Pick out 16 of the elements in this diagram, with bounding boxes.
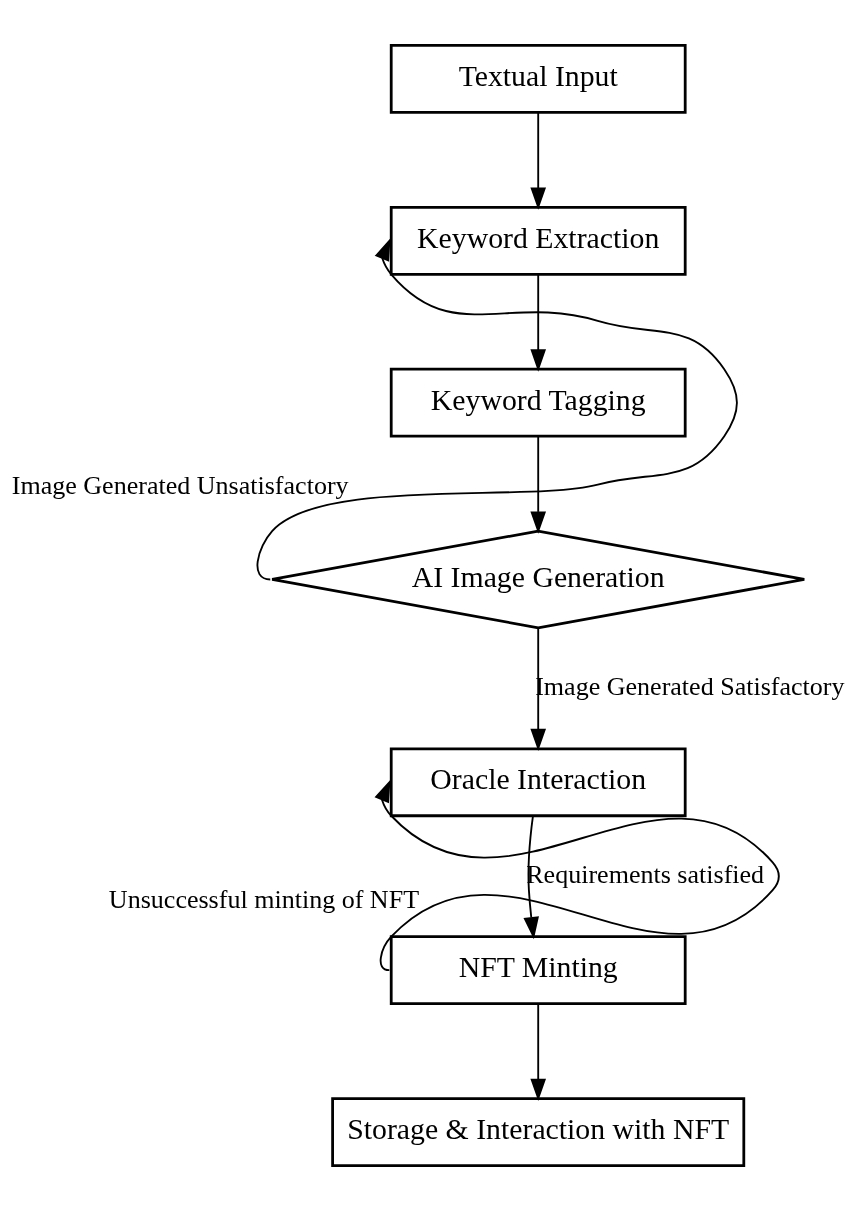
arrow [530,1003,547,1102]
arrow [530,435,547,534]
node-box: Textual Input [389,44,687,114]
arrow [530,627,547,752]
node-diamond: AI Image Generation [270,529,806,630]
arrow [523,815,539,940]
node-box: Oracle Interaction [389,747,687,818]
arrow [256,238,738,581]
arrow [530,273,547,372]
arrow [530,111,547,210]
edge-label: Unsuccessful minting of NFT [108,885,420,915]
node-box: Keyword Extraction [389,205,687,276]
edge-label: Image Generated Unsatisfactory [11,471,349,501]
node-box: Keyword Tagging [389,367,687,438]
node-box: Storage & Interaction with NFT [331,1097,746,1167]
node-box: NFT Minting [389,935,687,1006]
